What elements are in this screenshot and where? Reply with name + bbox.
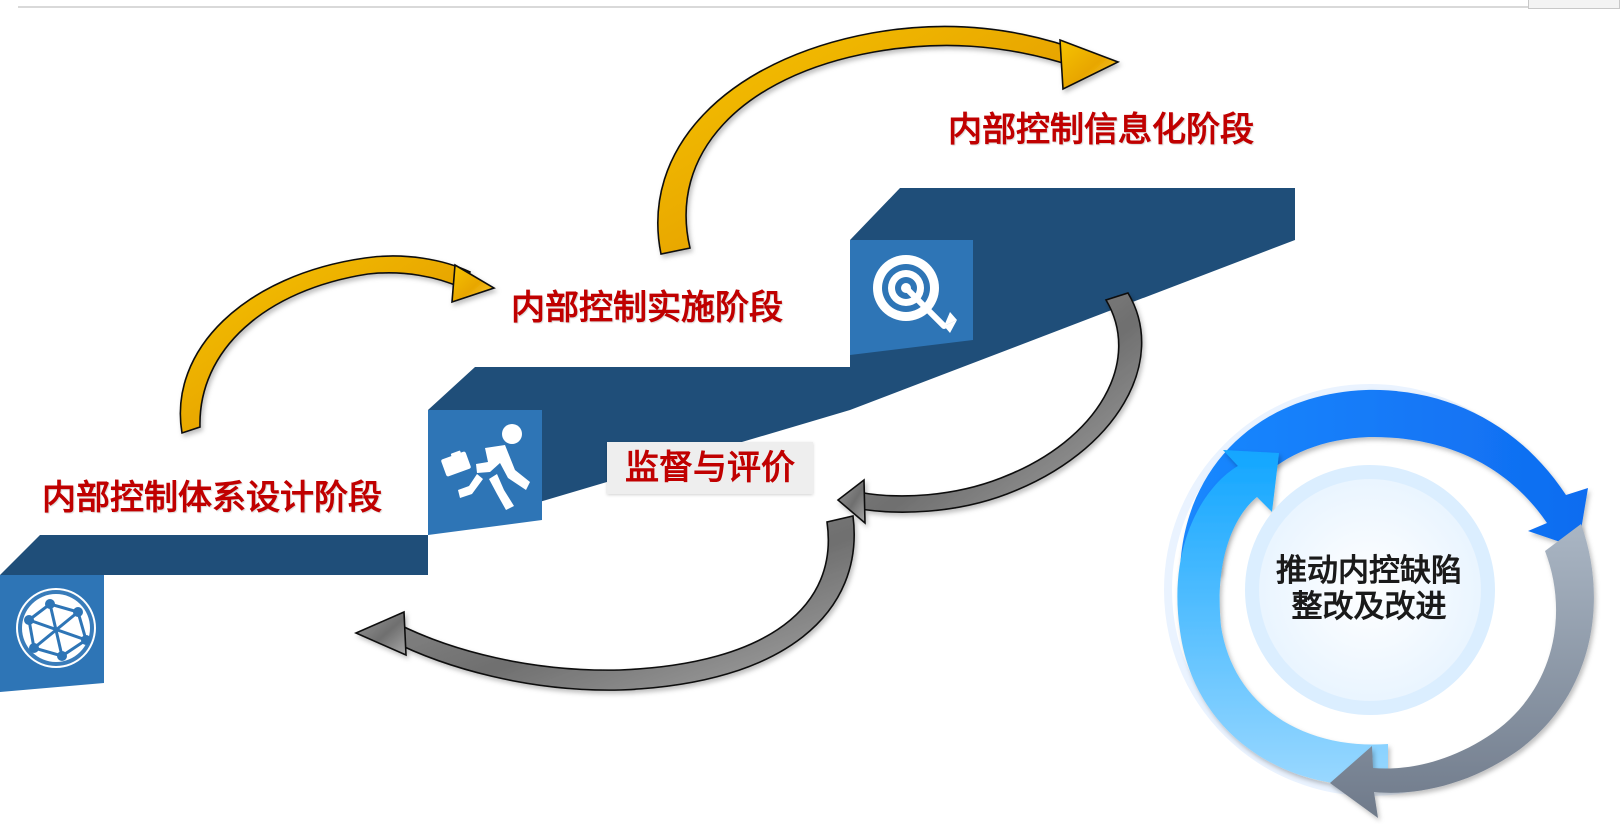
improvement-cycle: [1164, 384, 1594, 818]
gold-arrow-1: [179, 255, 496, 435]
running-person-briefcase-icon: [441, 424, 530, 510]
target-arrow-icon: [873, 255, 957, 333]
monitoring-label: 监督与评价: [625, 448, 795, 488]
step-1-tread: [0, 535, 428, 575]
gray-arrow-1: [836, 292, 1143, 525]
network-globe-icon: [16, 588, 96, 668]
stage-label-informatization: 内部控制信息化阶段: [948, 110, 1254, 150]
gray-arrow-2: [354, 515, 855, 691]
cycle-line-1: 推动内控缺陷: [1276, 553, 1462, 590]
step-2-riser: [428, 410, 542, 535]
stage-label-design: 内部控制体系设计阶段: [42, 478, 382, 518]
gold-arrow-2: [657, 25, 1121, 255]
monitoring-box: 监督与评价: [607, 442, 813, 494]
cycle-line-2: 整改及改进: [1291, 589, 1447, 625]
stage-label-implementation: 内部控制实施阶段: [511, 288, 783, 328]
cycle-center-text: 推动内控缺陷 整改及改进: [1259, 545, 1479, 635]
stairs: [0, 188, 1295, 692]
top-divider: [18, 6, 1580, 8]
